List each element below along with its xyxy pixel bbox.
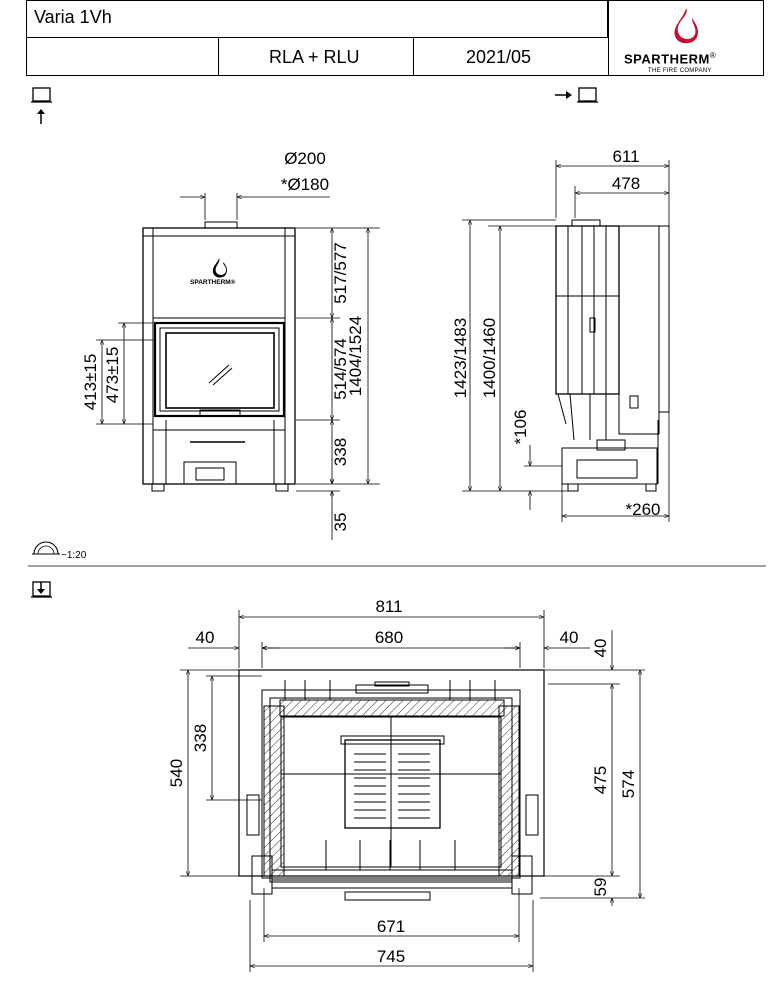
dim-top-depth-right: 475 bbox=[591, 766, 610, 794]
grille-slots bbox=[354, 753, 430, 819]
title-cell-logo bbox=[608, 0, 764, 76]
dim-top-margin-top: 40 bbox=[591, 639, 610, 658]
side-view-icon bbox=[555, 87, 598, 103]
dim-top-total: 811 bbox=[375, 597, 402, 616]
dim-top-margin-right: 40 bbox=[560, 628, 579, 647]
dim-top-depth-total: 540 bbox=[167, 759, 186, 787]
top-view-icon bbox=[31, 581, 52, 598]
dim-front-top: 517/577 bbox=[331, 242, 350, 303]
dim-flue-diameter-alt: *Ø180 bbox=[281, 175, 329, 194]
dim-top-depth-inner: 338 bbox=[191, 724, 210, 752]
flame-logo-icon bbox=[674, 8, 699, 44]
dim-front-total: 1404/1524 bbox=[346, 316, 365, 396]
title-block: Varia 1Vh RLA + RLU 2021/05 SPARTHERM® T… bbox=[26, 0, 764, 76]
brand-name: SPARTHERM® bbox=[624, 51, 717, 67]
dim-top-inner: 680 bbox=[375, 628, 403, 647]
dim-front-door: 514/574 bbox=[331, 338, 350, 399]
dim-side-body: 478 bbox=[612, 174, 640, 193]
variant-label: RLA + RLU bbox=[269, 47, 360, 67]
dim-door-b: 473±15 bbox=[103, 347, 122, 404]
dim-side-total: 611 bbox=[612, 147, 639, 166]
dim-top-front: 59 bbox=[591, 878, 610, 897]
side-view bbox=[555, 219, 670, 492]
front-dimensions bbox=[96, 193, 380, 540]
model-name: Varia 1Vh bbox=[34, 7, 112, 27]
date-label: 2021/05 bbox=[466, 47, 532, 67]
dim-top-front-inner: 671 bbox=[377, 917, 405, 936]
front-logo-text: SPARTHERM® bbox=[190, 278, 236, 286]
top-dimensions bbox=[180, 610, 645, 972]
dim-front-feet: 35 bbox=[331, 513, 350, 532]
dim-top-margin-left: 40 bbox=[196, 628, 215, 647]
dim-side-outer: 1423/1483 bbox=[451, 318, 470, 398]
top-view bbox=[238, 669, 545, 901]
flame-logo-icon bbox=[212, 258, 227, 278]
dim-side-inlet-d: *260 bbox=[626, 500, 661, 519]
dim-front-bottom: 338 bbox=[331, 438, 350, 466]
dim-door-a: 413±15 bbox=[81, 354, 100, 411]
brand-tagline: THE FIRE COMPANY bbox=[648, 68, 712, 74]
scale-icon bbox=[32, 541, 60, 555]
dim-flue-diameter: Ø200 bbox=[284, 149, 326, 168]
side-dimensions bbox=[462, 160, 670, 522]
front-view bbox=[142, 221, 296, 492]
dim-side-inner: 1400/1460 bbox=[480, 318, 499, 398]
dim-side-inlet-h: *106 bbox=[511, 410, 530, 445]
front-view-icon bbox=[31, 87, 52, 124]
dim-top-depth-right-total: 574 bbox=[619, 770, 638, 798]
dim-top-front-outer: 745 bbox=[377, 947, 405, 966]
scale-label: ~1:20 bbox=[61, 550, 87, 561]
